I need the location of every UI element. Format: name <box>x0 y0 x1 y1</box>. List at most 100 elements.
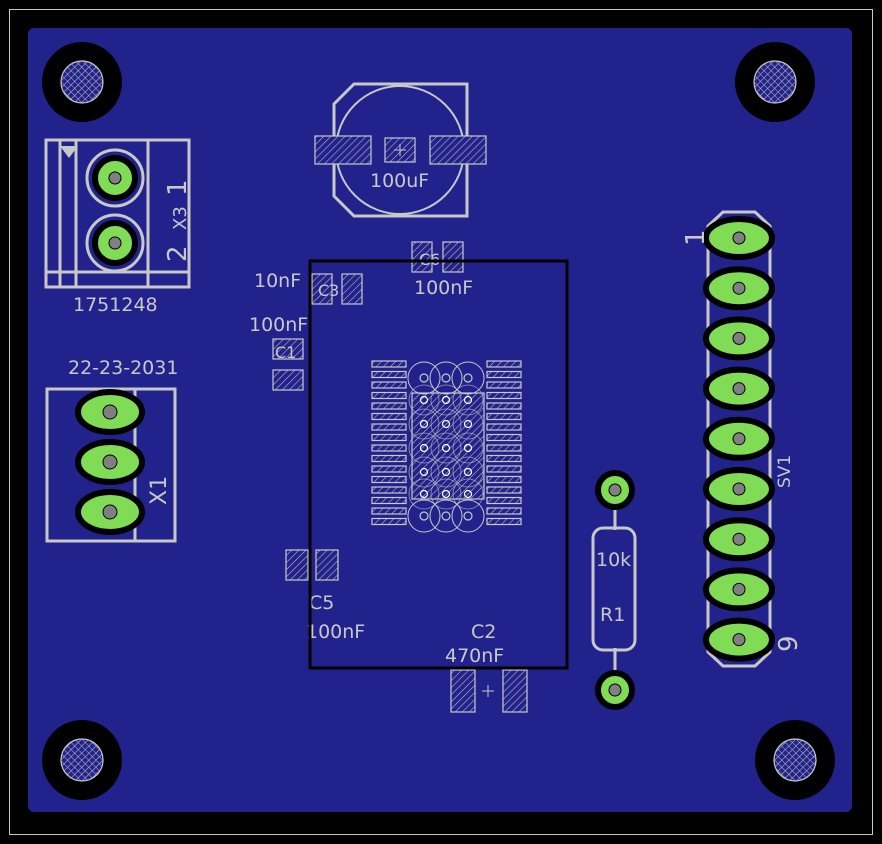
ic-via <box>419 467 429 477</box>
c4-value-label: 100uF <box>370 170 429 192</box>
board-outline <box>9 9 873 835</box>
ic-pin-left <box>371 507 407 515</box>
ic-pin-left <box>371 423 407 431</box>
ic-via-ring <box>430 384 462 416</box>
mounting-hole-top-left <box>42 42 122 122</box>
x1-part-label: 22-23-2031 <box>68 357 178 379</box>
capacitor-c4: 100uF <box>314 82 487 218</box>
ic-pin-left <box>371 381 407 389</box>
ic-pin-right <box>486 486 522 494</box>
ic-pin-right <box>486 423 522 431</box>
ic-pin-right <box>486 454 522 463</box>
ic-via <box>463 373 473 383</box>
sv1-pad-hole <box>732 482 746 496</box>
header-sv1: 1 SV1 9 <box>681 210 804 668</box>
ic-via <box>419 373 429 383</box>
ic-via-ring <box>430 408 462 440</box>
ic-pin-right <box>486 402 522 410</box>
ic-via-ring <box>452 456 484 488</box>
ic-via-ring <box>430 432 462 464</box>
ic-via-ring <box>408 456 440 488</box>
ic-pin-left <box>371 517 407 526</box>
capacitor-c6: C6 100nF <box>411 241 473 299</box>
ic-via <box>419 443 429 453</box>
x3-pin1-label: 1 <box>163 179 193 196</box>
ic-pin-right <box>486 360 522 368</box>
ic-via-ring <box>429 499 463 533</box>
ic-pin-left <box>371 433 407 442</box>
ic-via <box>463 395 473 405</box>
c1-value-label: 100nF <box>249 314 308 336</box>
ic-via <box>441 511 451 521</box>
ic-via <box>419 511 429 521</box>
ic-pin-left <box>371 412 407 421</box>
ic-via <box>463 419 473 429</box>
ic-pin-right <box>486 370 522 379</box>
ic-pin-left <box>371 454 407 463</box>
ic-via-ring <box>430 478 462 510</box>
ic-via-ring <box>452 432 484 464</box>
connector-x1: 22-23-2031 X1 <box>45 357 178 543</box>
sv1-pad-hole <box>732 582 746 596</box>
ic-pin-right <box>486 444 522 452</box>
mounting-hole-bottom-right <box>755 720 835 800</box>
c3-name-label: C3 <box>318 281 339 300</box>
ic-pin-left <box>371 402 407 410</box>
ic-via-ring <box>429 361 463 395</box>
ic-pin-left <box>371 360 407 368</box>
ic-pin-right <box>486 475 522 484</box>
sv1-pin1-label: 1 <box>681 229 711 246</box>
ic-via-ring <box>407 361 441 395</box>
ic-via <box>463 443 473 453</box>
ic-via-ring <box>408 384 440 416</box>
ic-via-ring <box>430 456 462 488</box>
ic-via-ring <box>407 499 441 533</box>
ic-via-ring <box>408 432 440 464</box>
ic-via-ring <box>452 408 484 440</box>
ic-pin-left <box>371 370 407 379</box>
connector-x3: X3 1 2 1751248 <box>44 138 193 316</box>
c6-value-label: 100nF <box>414 277 473 299</box>
sv1-pad-hole <box>732 231 746 245</box>
c1-name-label: C1 <box>275 343 296 362</box>
ic-via-ring <box>408 478 440 510</box>
ic-via <box>441 443 451 453</box>
sv1-pin9-label: 9 <box>774 635 804 652</box>
ic-via <box>463 467 473 477</box>
r1-value-label: 10k <box>596 549 631 571</box>
ic-pin-right <box>486 507 522 515</box>
ic-via-ring <box>452 384 484 416</box>
sv1-pad-hole <box>732 432 746 446</box>
c5-value-label: 100nF <box>306 621 365 643</box>
ic-pin-left <box>371 496 407 505</box>
ic-via <box>419 419 429 429</box>
ic-via <box>419 489 429 499</box>
ic-pin-right <box>486 412 522 421</box>
sv1-name-label: SV1 <box>775 455 795 488</box>
x3-pin2-label: 2 <box>163 245 193 262</box>
x1-name-label: X1 <box>147 476 172 505</box>
ic-via-ring <box>452 478 484 510</box>
c2-name-label: C2 <box>471 621 496 643</box>
ic-pin-right <box>486 391 522 400</box>
ic-via <box>463 511 473 521</box>
mounting-hole-bottom-left <box>42 720 122 800</box>
ic-via <box>419 395 429 405</box>
capacitor-c1: 100nF C1 <box>249 314 308 391</box>
x3-part-label: 1751248 <box>73 294 158 316</box>
resistor-r1: 10k R1 <box>591 470 637 710</box>
sv1-pad-hole <box>732 331 746 345</box>
ic-pin-right <box>486 381 522 389</box>
ic-via <box>441 467 451 477</box>
ic-via-ring <box>451 499 485 533</box>
ic-via <box>463 489 473 499</box>
ic-via-ring <box>408 408 440 440</box>
ic-pin-right <box>486 517 522 526</box>
ic-via-ring <box>451 361 485 395</box>
c5-name-label: C5 <box>309 592 334 614</box>
ic-footprint <box>308 259 569 670</box>
capacitor-c2: C2 470nF <box>445 621 528 713</box>
ic-via <box>441 373 451 383</box>
sv1-pad-hole <box>732 281 746 295</box>
